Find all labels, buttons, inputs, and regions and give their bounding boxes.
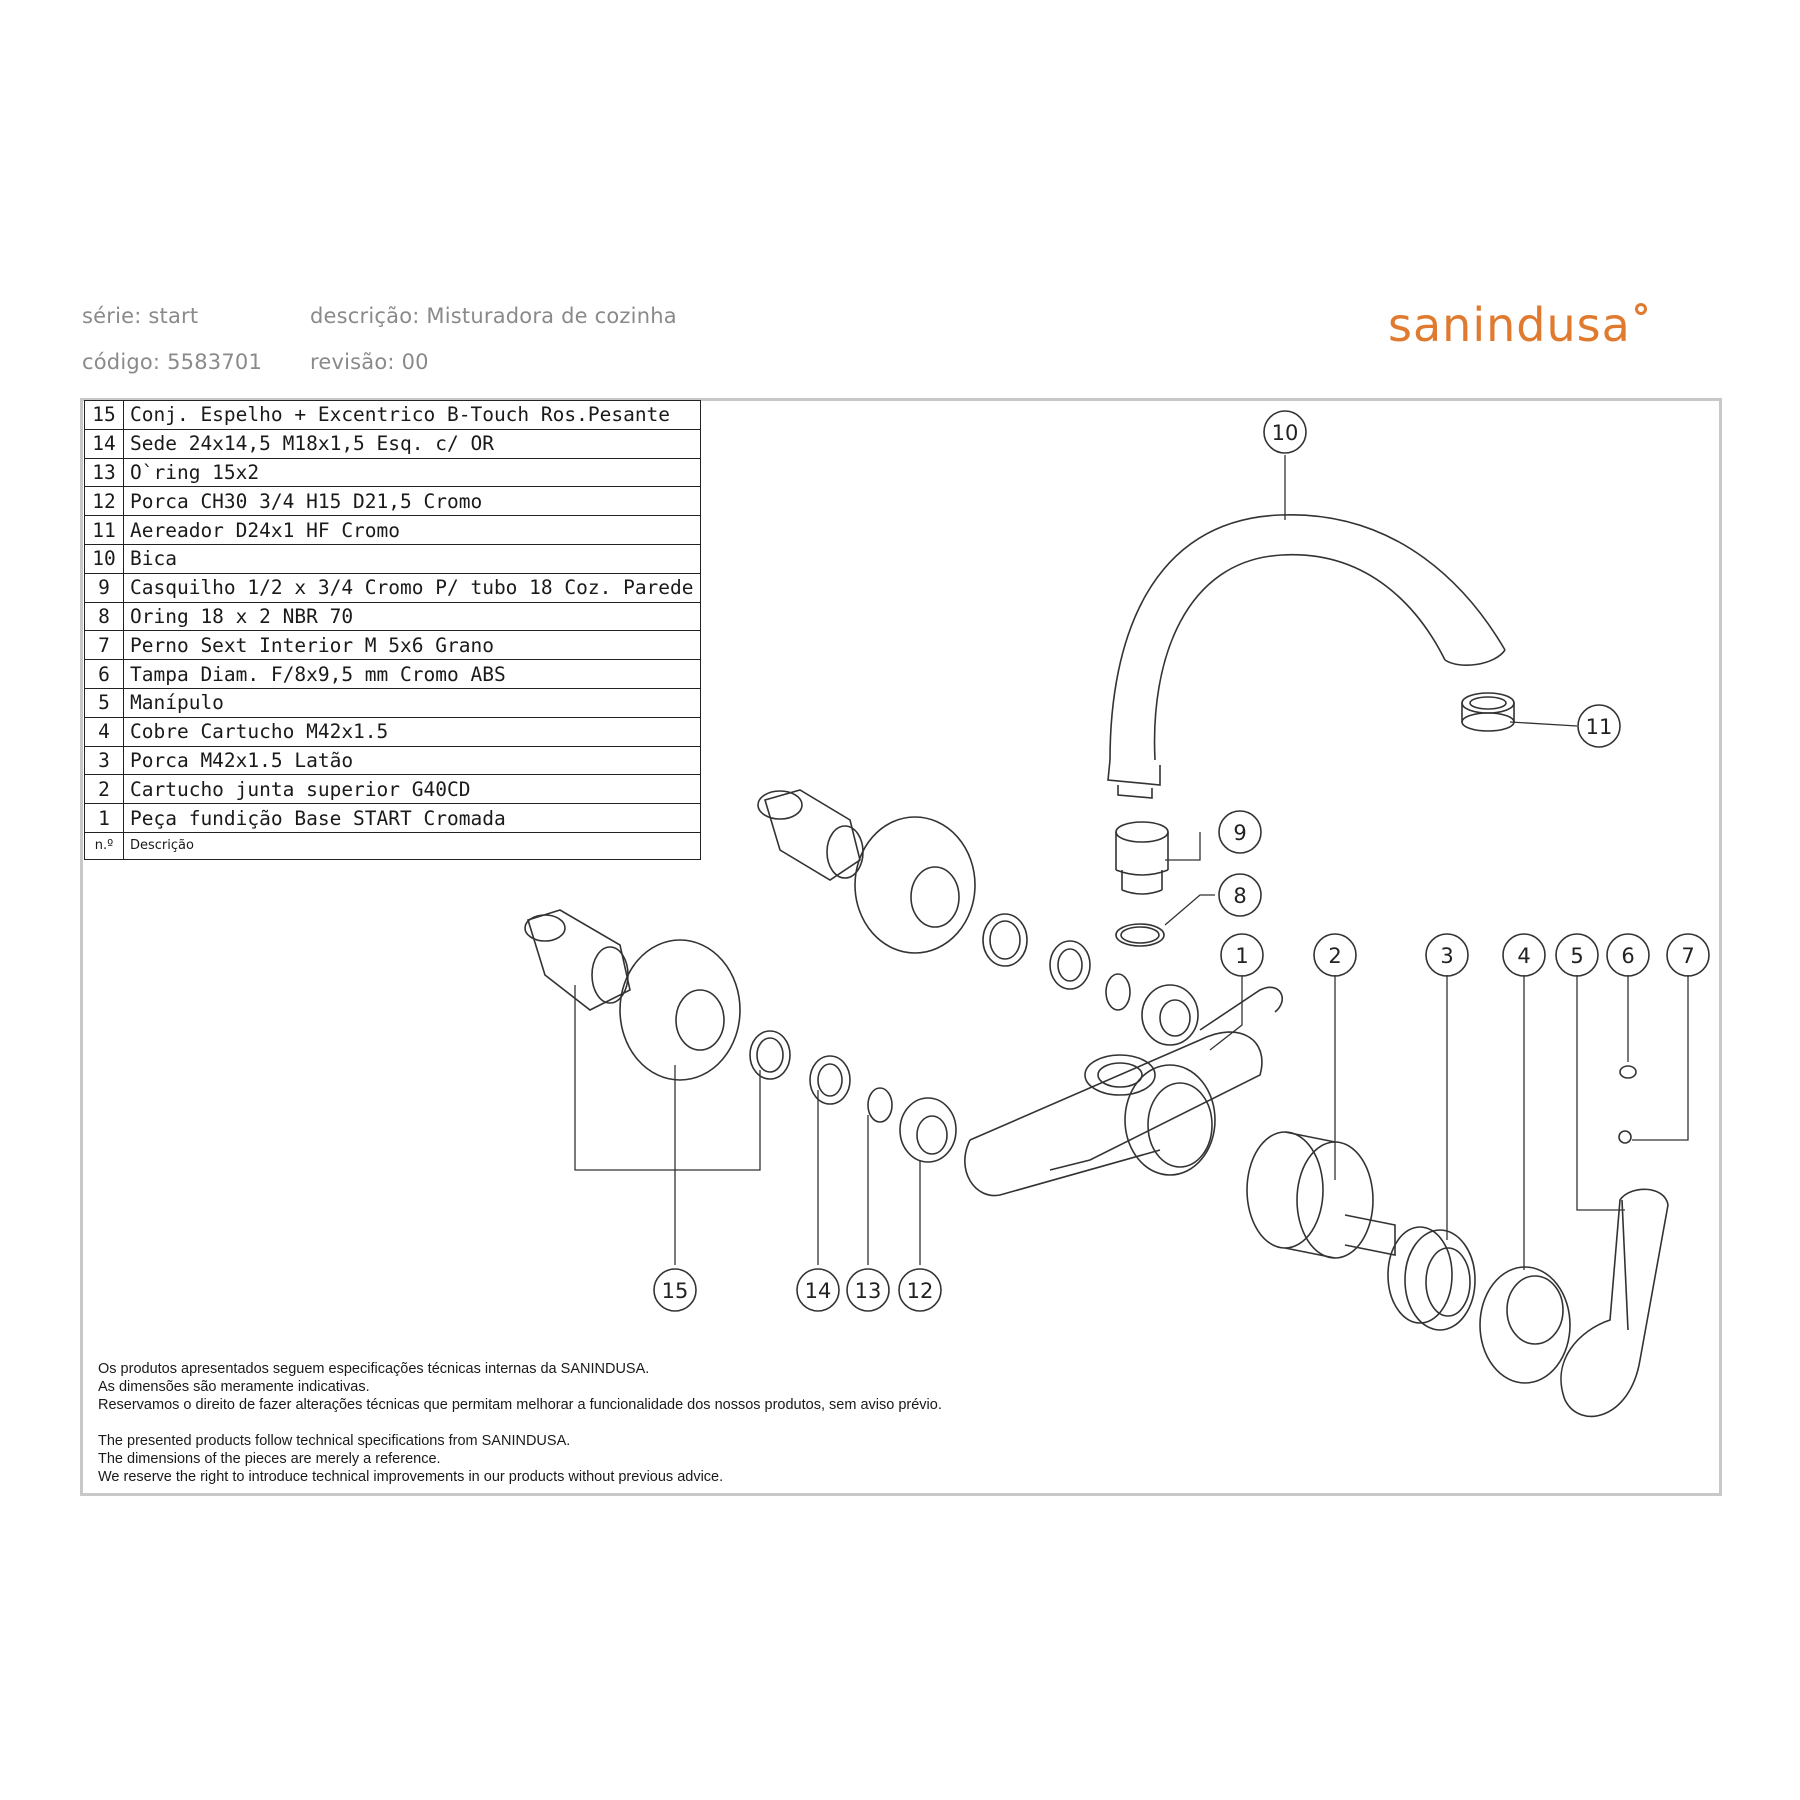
callout-11: 11 <box>1586 715 1613 739</box>
lower-eccentric-assembly <box>524 909 957 1163</box>
sanindusa-logo: sanindusa <box>1388 298 1647 352</box>
revisao-label: revisão: 00 <box>310 350 429 374</box>
callout-15: 15 <box>662 1279 689 1303</box>
serie-label: série: start <box>82 304 199 328</box>
part-description: Tampa Diam. F/8x9,5 mm Cromo ABS <box>123 659 701 689</box>
cartridge-part <box>1246 1131 1396 1259</box>
drawing-frame <box>80 398 1722 1496</box>
callout-circle <box>653 1268 697 1312</box>
callout-circle <box>1577 704 1621 748</box>
leader-lines <box>574 455 1689 1270</box>
callout-circle <box>1313 933 1357 977</box>
logo-dot-icon <box>1634 303 1647 315</box>
callout-circle <box>1666 933 1710 977</box>
part-description: Conj. Espelho + Excentrico B-Touch Ros.P… <box>123 400 701 430</box>
logo-part-san: san <box>1388 298 1473 352</box>
callout-9: 9 <box>1233 821 1246 845</box>
callout-circle <box>898 1268 942 1312</box>
callout-10: 10 <box>1272 421 1299 445</box>
body-casting-part <box>964 986 1283 1197</box>
callout-circle <box>1425 933 1469 977</box>
callout-circle <box>796 1268 840 1312</box>
part-description: Perno Sext Interior M 5x6 Grano <box>123 630 701 661</box>
callout-8: 8 <box>1233 884 1246 908</box>
part-description: Oring 18 x 2 NBR 70 <box>123 601 701 632</box>
part-number: 10 <box>84 543 124 574</box>
cartridge-cover-part <box>1479 1266 1571 1384</box>
part-number: 11 <box>84 515 124 545</box>
callout-circle <box>1218 810 1262 854</box>
callout-7: 7 <box>1681 944 1694 968</box>
upper-eccentric-assembly <box>757 789 1199 1046</box>
callout-6: 6 <box>1621 944 1634 968</box>
oring-part <box>1115 923 1165 947</box>
footer-pt-3: Reservamos o direito de fazer alterações… <box>98 1397 942 1413</box>
part-description: Porca CH30 3/4 H15 D21,5 Cromo <box>123 486 701 517</box>
footer-pt-1: Os produtos apresentados seguem especifi… <box>98 1361 650 1377</box>
part-description: Sede 24x14,5 M18x1,5 Esq. c/ OR <box>123 428 701 459</box>
callout-14: 14 <box>805 1279 832 1303</box>
part-description: Cobre Cartucho M42x1.5 <box>123 716 701 747</box>
callout-circle <box>1502 933 1546 977</box>
callout-3: 3 <box>1440 944 1453 968</box>
part-number: 3 <box>84 745 124 776</box>
footer-en-1: The presented products follow technical … <box>98 1433 571 1449</box>
descricao-label: descrição: Misturadora de cozinha <box>310 304 677 328</box>
part-number: 2 <box>84 774 124 805</box>
part-number: 5 <box>84 687 124 718</box>
callout-12: 12 <box>907 1279 934 1303</box>
footer-en-2: The dimensions of the pieces are merely … <box>98 1451 441 1467</box>
header-description: Descrição <box>123 831 701 860</box>
part-number: 13 <box>84 457 124 488</box>
part-description: O`ring 15x2 <box>123 457 701 488</box>
footer-en-3: We reserve the right to introduce techni… <box>98 1469 724 1485</box>
callout-circle <box>1218 873 1262 917</box>
oring-inner <box>1120 926 1160 944</box>
footer-pt-2: As dimensões são meramente indicativas. <box>98 1379 370 1395</box>
grub-screw-part <box>1618 1130 1632 1144</box>
part-number: 15 <box>84 400 124 430</box>
handle-part <box>1560 1188 1669 1418</box>
callout-4: 4 <box>1517 944 1530 968</box>
logo-part-indusa: indusa <box>1472 298 1631 352</box>
callout-circle <box>1555 933 1599 977</box>
callout-13: 13 <box>855 1279 882 1303</box>
nut-part <box>1387 1226 1476 1331</box>
callout-circle <box>1263 410 1307 454</box>
callout-circle <box>846 1268 890 1312</box>
callouts <box>653 410 1710 1312</box>
spout-part <box>1107 514 1506 799</box>
part-description: Cartucho junta superior G40CD <box>123 774 701 805</box>
part-number: 8 <box>84 601 124 632</box>
part-number: 12 <box>84 486 124 517</box>
cap-part <box>1619 1065 1637 1079</box>
callout-circle <box>1220 933 1264 977</box>
callout-2: 2 <box>1328 944 1341 968</box>
bushing-part <box>1115 821 1169 895</box>
callout-circle <box>1606 933 1650 977</box>
part-description: Aereador D24x1 HF Cromo <box>123 515 701 545</box>
callout-1: 1 <box>1235 944 1248 968</box>
aerator-part <box>1461 692 1515 732</box>
codigo-label: código: 5583701 <box>82 350 263 374</box>
callout-5: 5 <box>1570 944 1583 968</box>
header-number: n.º <box>84 831 124 860</box>
